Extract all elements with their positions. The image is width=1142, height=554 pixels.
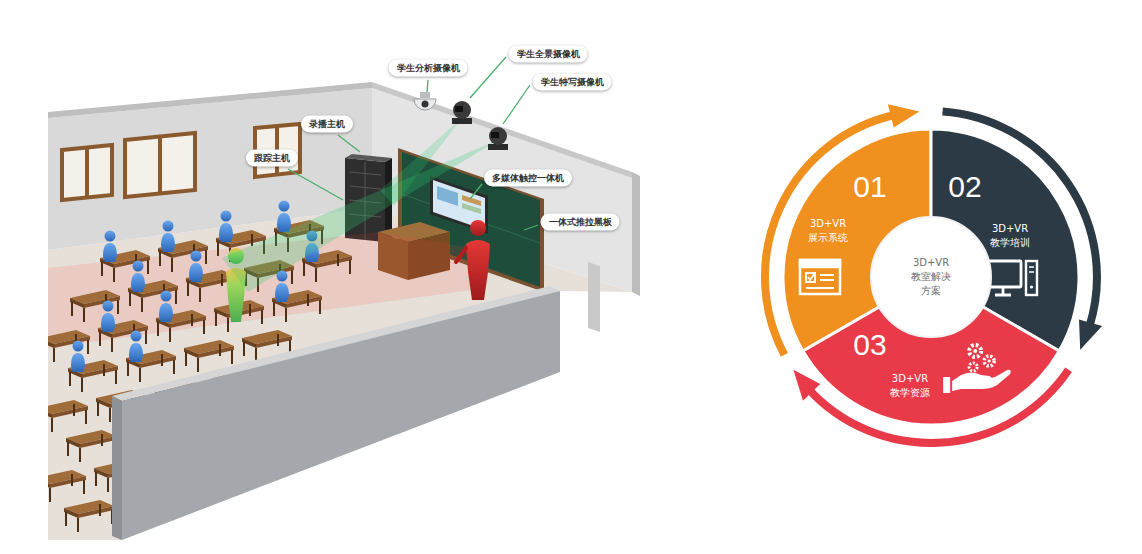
cycle-arrows [765, 104, 1102, 443]
segment-label: 3D+VR 教学资源 [890, 372, 930, 399]
callout-label: 录播主机 [301, 116, 353, 133]
windows [62, 124, 300, 200]
classroom [48, 82, 640, 540]
leader-lines [288, 57, 538, 230]
center-label: 3D+VR 教室解决 方案 [911, 256, 951, 298]
segment-number: 02 [948, 172, 981, 202]
cameras [414, 92, 508, 150]
near-wall [112, 262, 600, 540]
callout-label: 多媒体触控一体机 [484, 170, 572, 187]
callout-label: 学生特写摄像机 [533, 74, 612, 91]
center-circle: 3D+VR 教室解决 方案 [869, 215, 993, 339]
teacher [456, 220, 490, 300]
segment-number: 03 [853, 330, 886, 360]
camera-beam [222, 140, 498, 292]
segment-number: 01 [853, 172, 886, 202]
segment-label: 3D+VR 教学培训 [990, 222, 1030, 249]
callout-label: 一体式推拉黑板 [541, 214, 620, 231]
callout-label: 学生分析摄像机 [389, 60, 468, 77]
wall-top [48, 82, 372, 118]
segment-label: 3D+VR 展示系统 [808, 217, 848, 244]
callout-label: 跟踪主机 [246, 150, 298, 167]
callout-label: 学生全景摄像机 [509, 46, 588, 63]
wall-end [632, 172, 640, 296]
